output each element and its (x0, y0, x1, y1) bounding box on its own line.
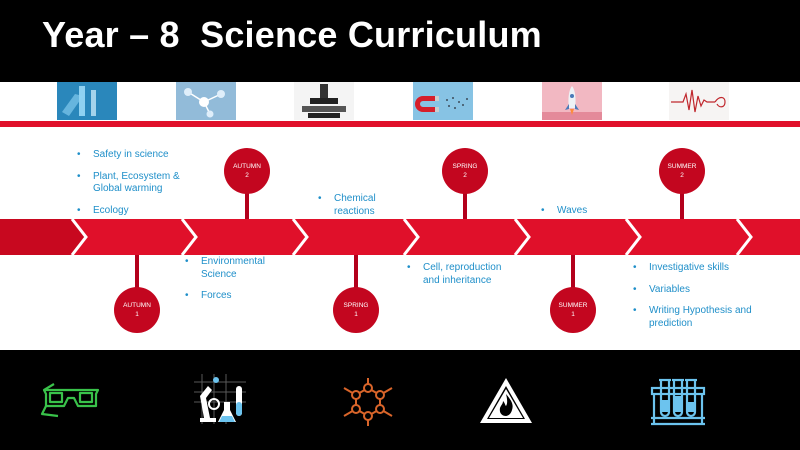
topic-item: Plant, Ecosystem & Global warming (77, 171, 192, 196)
topic-item: Environmental Science (185, 256, 285, 281)
summer-2-topics: Investigative skills Variables Writing H… (633, 262, 753, 339)
term-circle-spring-1: SPRING 1 (333, 287, 379, 333)
term-season-label: AUTUMN (233, 163, 261, 170)
topic-item: Ecology (77, 205, 192, 218)
term-season-label: SUMMER (667, 163, 697, 170)
molecule-model-photo (176, 82, 236, 120)
title-bar: Year – 8 Science Curriculum (0, 0, 800, 82)
topic-item: Variables (633, 284, 753, 297)
term-season-label: SUMMER (558, 302, 588, 309)
term-number-label: 1 (571, 311, 575, 319)
spring-2-topics: Cell, reproduction and inheritance (407, 262, 517, 296)
term-circle-summer-2: SUMMER 2 (659, 148, 705, 194)
lab-glassware-photo (57, 82, 117, 120)
lab-equipment-icon (194, 374, 246, 424)
term-circle-autumn-1: AUTUMN 1 (114, 287, 160, 333)
topic-item: Safety in science (77, 149, 192, 162)
page-title: Year – 8 Science Curriculum (42, 14, 542, 55)
term-number-label: 1 (135, 311, 139, 319)
term-circle-summer-1: SUMMER 1 (550, 287, 596, 333)
term-circle-spring-2: SPRING 2 (442, 148, 488, 194)
autumn-1-stem (135, 255, 139, 295)
autumn-1-topics: Safety in science Plant, Ecosystem & Glo… (77, 149, 192, 226)
magnet-photo (413, 82, 473, 120)
summer-1-topics: Waves (541, 205, 621, 227)
autumn-2-topics: Environmental Science Forces (185, 256, 285, 312)
term-season-label: AUTUMN (123, 302, 151, 309)
topic-item: Forces (185, 290, 285, 303)
test-tube-rack-icon (650, 378, 706, 426)
microscope-photo (294, 82, 354, 120)
rocket-photo (542, 82, 602, 120)
term-season-label: SPRING (343, 302, 369, 309)
timeline-band (0, 219, 800, 255)
header-divider (0, 121, 800, 127)
summer-2-stem (680, 180, 684, 219)
term-circle-autumn-2: AUTUMN 2 (224, 148, 270, 194)
topic-item: Writing Hypothesis and prediction (633, 305, 753, 330)
autumn-2-stem (245, 180, 249, 219)
term-number-label: 2 (245, 172, 249, 180)
topic-item: Waves (541, 205, 621, 218)
flammable-warning-icon (480, 378, 532, 423)
3d-glasses-icon (40, 383, 100, 418)
spring-2-stem (463, 180, 467, 219)
term-number-label: 2 (463, 172, 467, 180)
term-season-label: SPRING (452, 163, 478, 170)
topic-item: Chemical reactions (318, 193, 408, 218)
spring-1-stem (354, 255, 358, 295)
topic-item: Investigative skills (633, 262, 753, 275)
sound-wave-photo (669, 82, 729, 120)
topic-item: Cell, reproduction and inheritance (407, 262, 517, 287)
bottom-icon-bar (0, 350, 800, 450)
summer-1-stem (571, 255, 575, 295)
molecule-structure-icon (343, 378, 393, 426)
term-number-label: 2 (680, 172, 684, 180)
term-number-label: 1 (354, 311, 358, 319)
spring-1-topics: Chemical reactions (318, 193, 408, 227)
